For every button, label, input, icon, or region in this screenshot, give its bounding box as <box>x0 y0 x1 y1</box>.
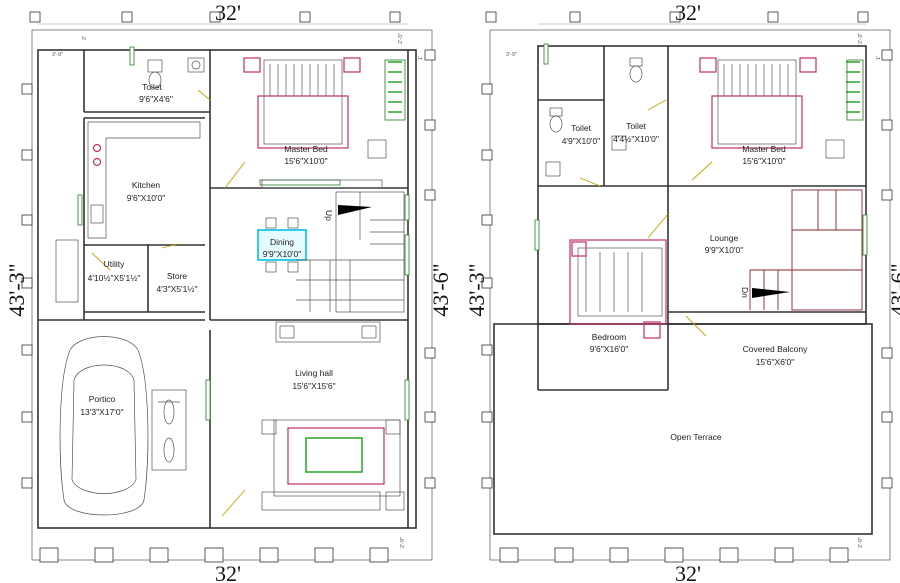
first-boundary-columns <box>481 11 893 563</box>
ground-outer-wall <box>37 49 417 529</box>
ground-dimensions: 32' 32' 43'-3" 43'-6" 3'-9" 2' 2'-3" 2'-… <box>4 0 453 583</box>
ground-room-labels: Toilet 9'6"X4'6" Master Bed 15'6"X10'0" … <box>80 82 335 417</box>
ground-room-name: Store <box>167 271 188 281</box>
first-room-name: Bedroom <box>592 332 627 342</box>
ground-staircase <box>296 191 405 313</box>
first-bedroom-bed <box>569 239 667 339</box>
first-toilet-fixtures <box>545 57 643 177</box>
ground-room-name: Portico <box>89 394 116 404</box>
first-outer-wall <box>537 45 867 325</box>
ground-wardrobe-plants <box>388 61 402 113</box>
ground-dining-table <box>257 217 307 273</box>
first-master-bed-furniture <box>699 57 845 159</box>
ground-stair-label: Up <box>324 210 334 221</box>
first-room-name: Open Terrace <box>670 432 722 442</box>
first-staircase <box>749 189 863 311</box>
first-dimensions: 32' 32' 43'-3" 43'-6" 3'-9" 2'-3" 2'-9" … <box>464 0 900 583</box>
ground-bed-slats <box>269 64 335 96</box>
first-setback-bottom-right: 2'-9" <box>858 537 864 548</box>
ground-height-left: 43'-3" <box>4 263 29 316</box>
first-room-name: Toilet <box>626 121 646 131</box>
ground-setback-top-right: 2'-3" <box>398 33 404 44</box>
first-room-size: 15'6"X10'0" <box>742 156 785 166</box>
ground-width-top: 32' <box>215 0 241 25</box>
ground-room-size: 4'10½"X5'1½" <box>88 273 141 283</box>
ground-master-bed-furniture <box>243 57 387 189</box>
ground-living-furniture <box>261 321 405 511</box>
first-setback-top-right: 2'-3" <box>858 33 864 44</box>
first-bed-slats <box>723 64 789 96</box>
ground-room-name: Living hall <box>295 368 333 378</box>
first-setback-side: 1' <box>876 56 882 60</box>
first-interior-walls <box>537 46 866 391</box>
ground-room-name: Utility <box>104 259 126 269</box>
ground-room-name: Kitchen <box>132 180 161 190</box>
first-room-name: Toilet <box>571 123 591 133</box>
ground-room-name: Master Bed <box>284 144 328 154</box>
ground-setback-left: 3'-9" <box>52 52 63 58</box>
ground-utility-block <box>55 239 79 303</box>
ground-width-bottom: 32' <box>215 561 241 583</box>
ground-interior-walls <box>38 50 409 528</box>
ground-boundary-columns <box>21 11 436 563</box>
ground-room-size: 9'6"X10'0" <box>127 193 166 203</box>
first-room-size: 9'6"X16'0" <box>590 344 629 354</box>
ground-room-size: 13'3"X17'0" <box>80 407 123 417</box>
first-windows <box>534 43 868 256</box>
first-stair-label: Dn <box>740 287 750 298</box>
first-terrace-wall <box>493 323 873 535</box>
ground-stair-arrow-icon <box>338 205 372 215</box>
first-room-size: 4'9"X10'0" <box>562 136 601 146</box>
first-room-size: 9'9"X10'0" <box>705 245 744 255</box>
ground-portico-bike <box>151 389 187 471</box>
first-setback-left: 3'-9" <box>506 52 517 58</box>
ground-room-size: 15'6"X10'0" <box>284 156 327 166</box>
first-plot-boundary <box>489 29 891 561</box>
first-doors <box>579 99 713 337</box>
first-width-top: 32' <box>675 0 701 25</box>
first-height-left: 43'-3" <box>464 263 489 316</box>
first-room-name: Lounge <box>710 233 739 243</box>
ground-room-name: Dining <box>270 237 294 247</box>
ground-portico-car <box>59 336 149 516</box>
ground-floor-plan: Up <box>4 0 453 583</box>
first-height-right: 43'-6" <box>886 263 900 316</box>
ground-toilet-fixtures <box>147 57 205 89</box>
ground-room-size: 4'3"X5'1½" <box>157 284 198 294</box>
ground-doors <box>91 89 246 517</box>
ground-room-size: 9'9"X10'0" <box>263 249 302 259</box>
first-stair-arrow-icon <box>752 288 790 298</box>
ground-setback-top: 2' <box>82 36 88 40</box>
ground-windows <box>77 46 410 421</box>
first-wardrobe-plants <box>846 61 860 113</box>
first-width-bottom: 32' <box>675 561 701 583</box>
ground-height-right: 43'-6" <box>428 263 453 316</box>
first-floor-plan: Dn Toilet 4'9"X10'0" Toilet 4'4½"X10'0" … <box>464 0 900 583</box>
first-room-labels: Toilet 4'9"X10'0" Toilet 4'4½"X10'0" Mas… <box>562 121 808 442</box>
ground-room-name: Toilet <box>142 82 162 92</box>
ground-kitchen-counter <box>87 121 201 239</box>
ground-setback-bottom-right: 2'-9" <box>400 537 406 548</box>
first-room-size: 15'6"X6'0" <box>756 357 795 367</box>
ground-setback-side: 1' <box>418 56 424 60</box>
first-room-size: 4'4½"X10'0" <box>613 134 659 144</box>
ground-plot-boundary <box>31 29 433 561</box>
ground-room-size: 15'6"X15'6" <box>292 381 335 391</box>
first-room-name: Covered Balcony <box>743 344 808 354</box>
first-room-name: Master Bed <box>742 144 786 154</box>
ground-room-size: 9'6"X4'6" <box>139 94 173 104</box>
